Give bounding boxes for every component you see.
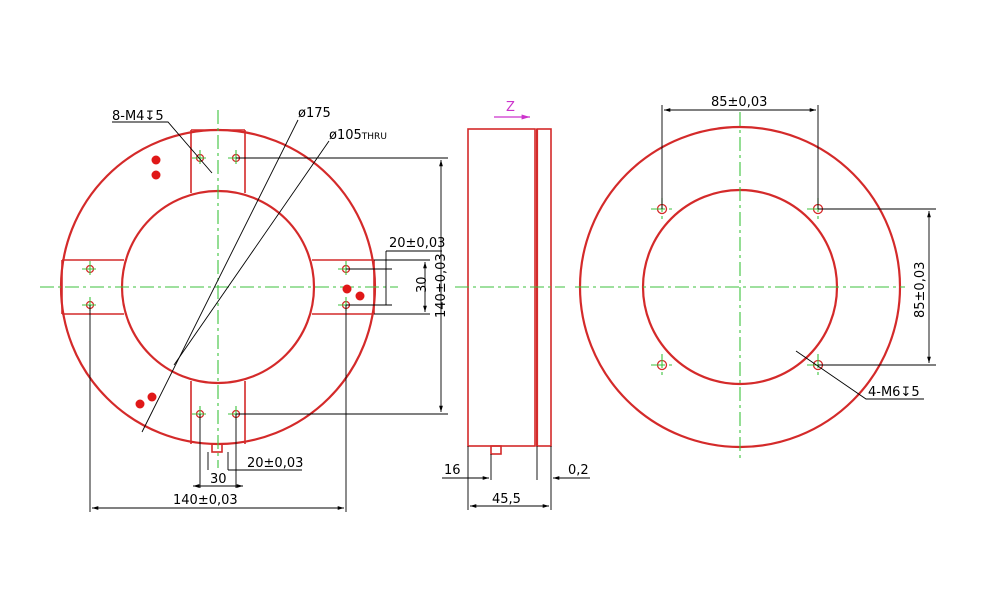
gap-label: 0,2 (568, 463, 589, 478)
tab-width-label: 20±0,03 (389, 236, 445, 251)
tab-hole-extension-lines (346, 268, 392, 306)
back-y-label: 85±0,03 (913, 262, 928, 318)
dia175-leader (141, 119, 299, 433)
front-view: 8-M4↧5 ø175 ø105THRU 140±0,03 30 20±0,03… (40, 106, 449, 512)
dia105-leader (173, 140, 330, 366)
dia105-label: ø105THRU (329, 128, 387, 143)
width-label: 140±0,03 (173, 493, 238, 508)
height-dim-label: 140±0,03 (434, 253, 449, 318)
back-view: 85±0,03 85±0,03 4-M6↧5 (575, 95, 936, 458)
offset-label: 16 (444, 463, 461, 478)
side-view: Z 45,5 16 0,2 (442, 100, 590, 510)
back-right-extension-lines (818, 208, 936, 366)
bottom-notch (211, 443, 223, 453)
bottom-tab (190, 381, 246, 444)
bottom-extension-lines (199, 414, 237, 488)
side-notch (490, 445, 502, 455)
dia175-label: ø175 (298, 106, 331, 121)
bottom-tab-width-label: 20±0,03 (247, 456, 303, 471)
width-extension-lines (89, 305, 347, 512)
m4-callout-label: 8-M4↧5 (112, 109, 164, 124)
back-top-extension-lines (661, 105, 819, 209)
height-extension-lines (236, 157, 448, 415)
front-red-markers (135, 155, 365, 409)
thickness-label: 45,5 (492, 492, 521, 507)
tab-extension-lines (374, 259, 430, 315)
left-tab (61, 259, 124, 315)
m6-callout-label: 4-M6↧5 (868, 385, 920, 400)
m6-callout-leader (795, 350, 924, 400)
back-x-label: 85±0,03 (711, 95, 767, 110)
bottom-tab-width-lines (207, 452, 302, 471)
tab-spacing-label: 30 (415, 276, 430, 293)
z-direction-label: Z (506, 100, 515, 115)
bottom-spacing-label: 30 (210, 472, 227, 487)
m4-callout-leader (112, 121, 213, 174)
